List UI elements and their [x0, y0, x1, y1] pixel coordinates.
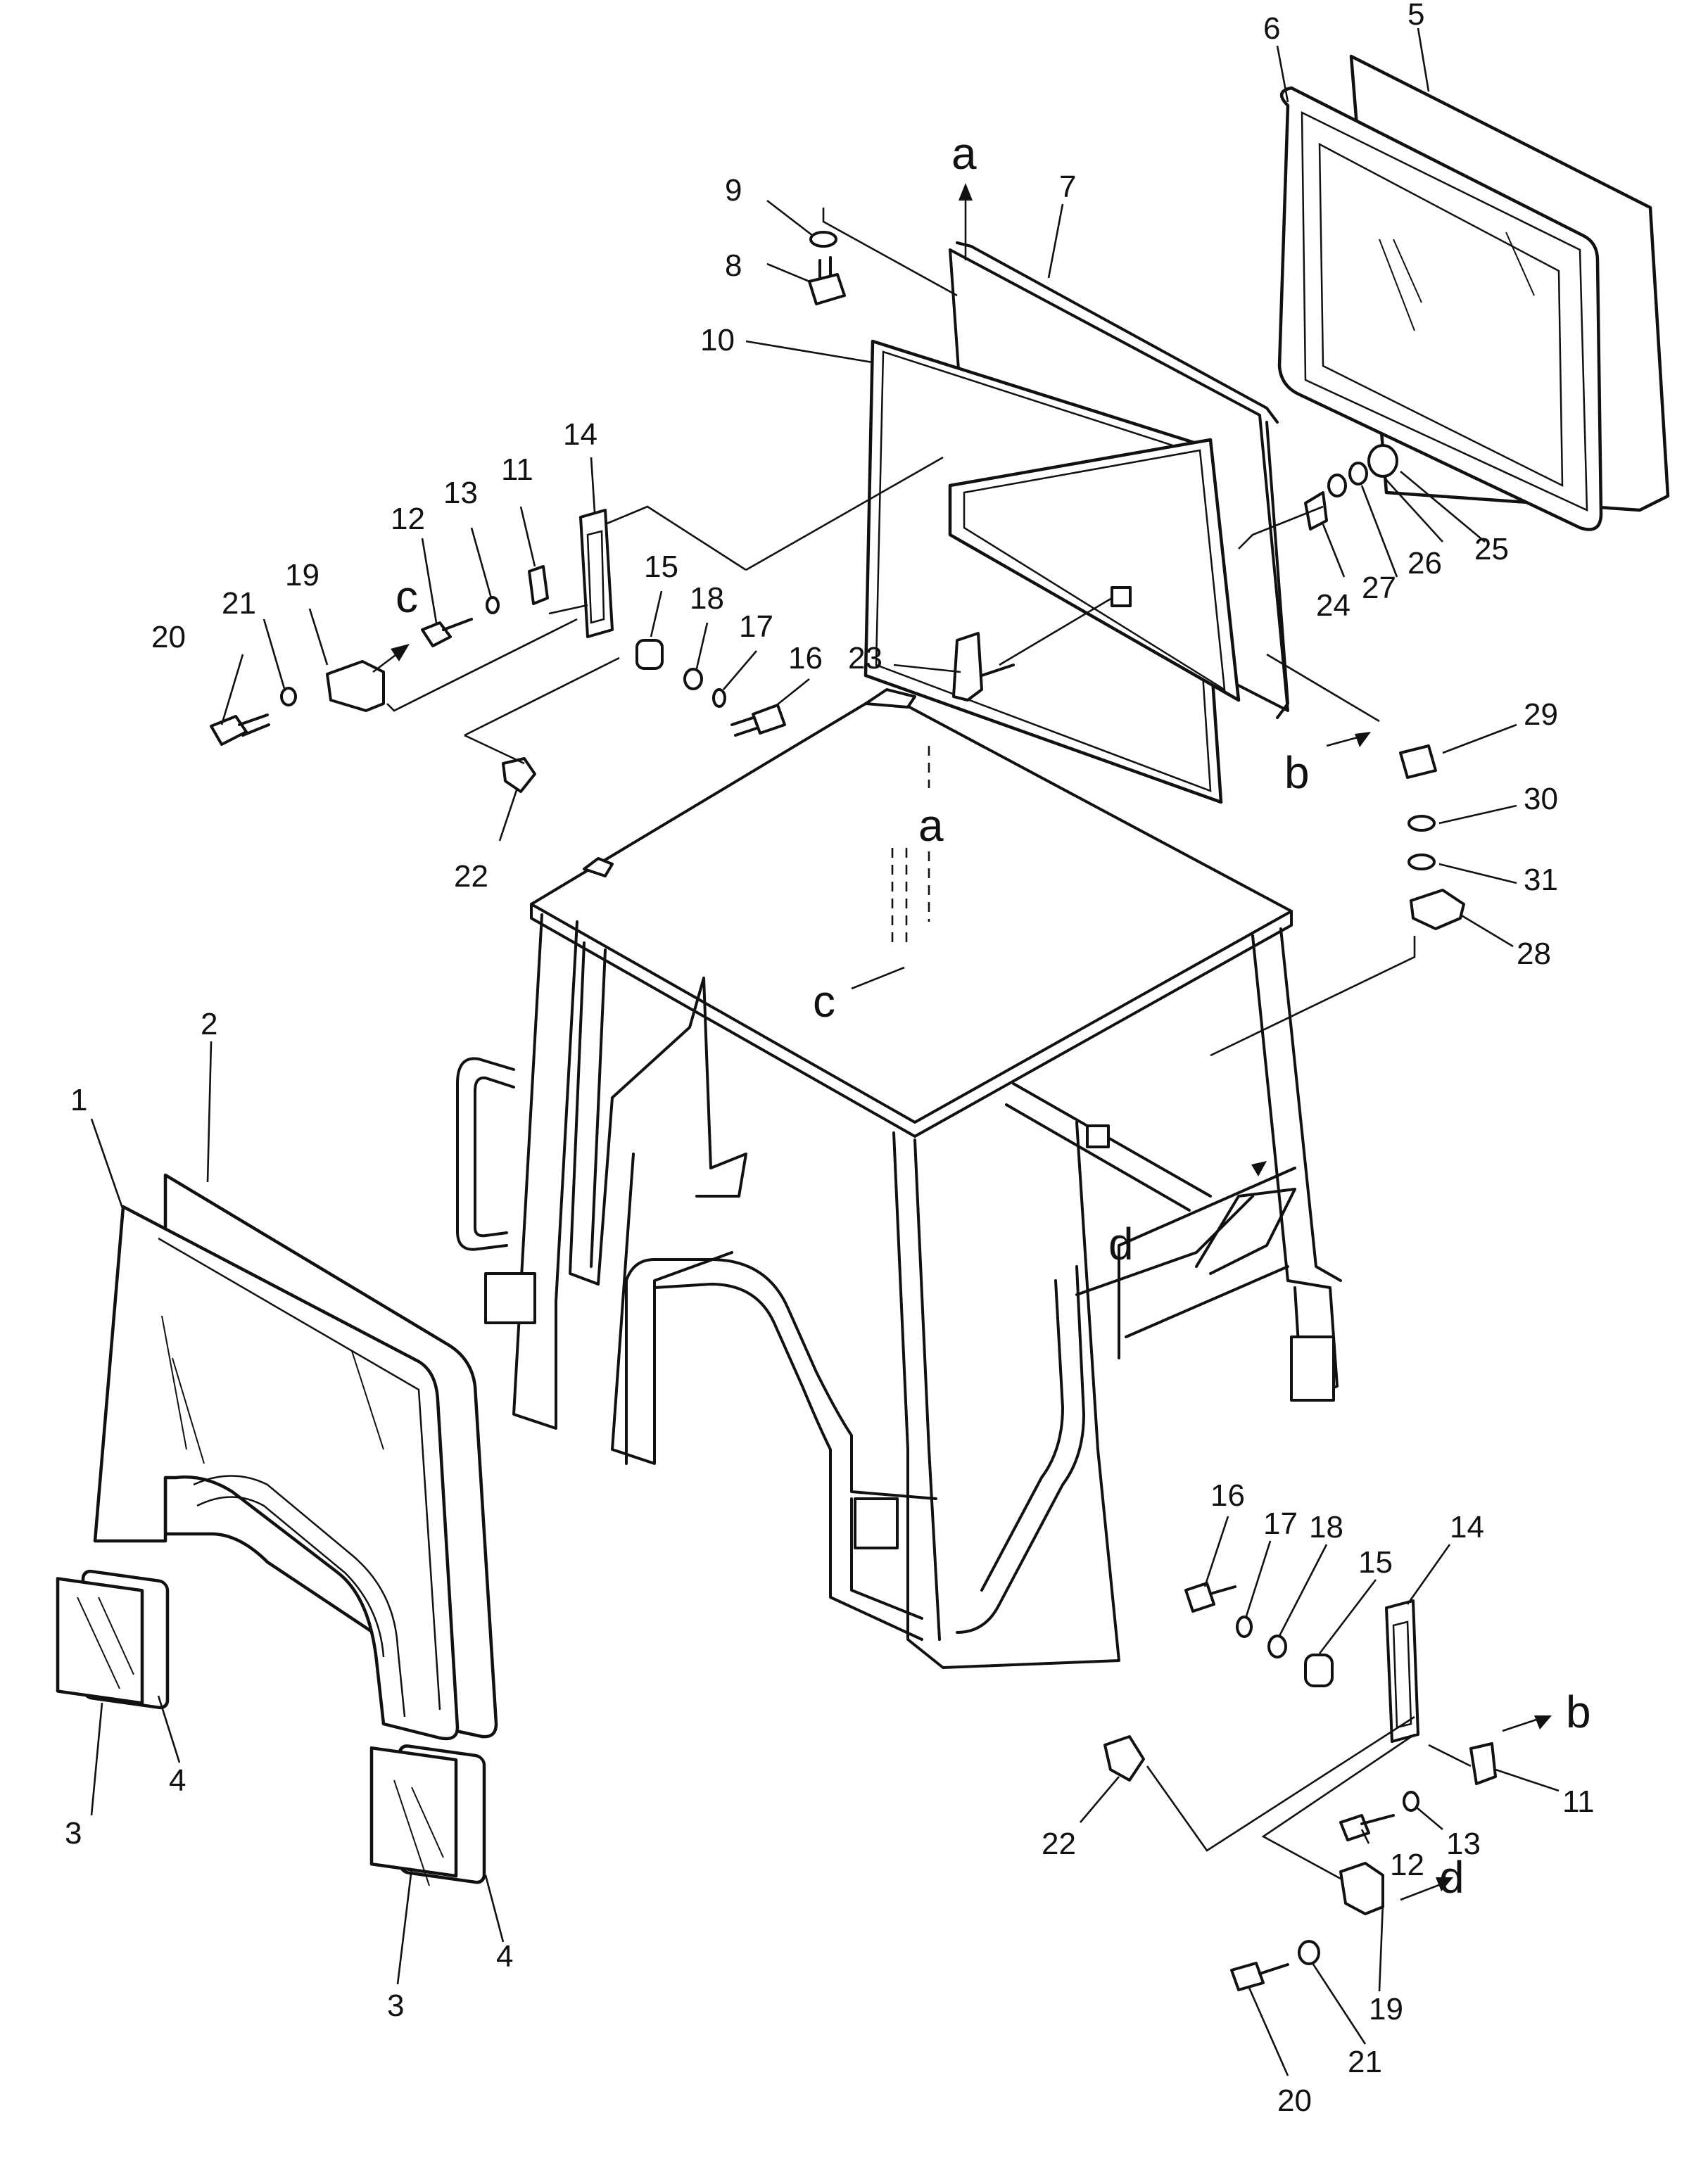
ref-c: c — [396, 571, 418, 622]
callout-16: 16 — [1210, 1478, 1245, 1513]
callout-3: 3 — [387, 1988, 404, 2023]
ref-a: a — [951, 128, 977, 179]
corner-glass-left — [56, 1569, 170, 1710]
callout-27: 27 — [1362, 571, 1396, 605]
callout-18: 18 — [690, 581, 724, 616]
callout-7: 7 — [1059, 170, 1076, 204]
callout-15: 15 — [644, 550, 678, 584]
callout-4: 4 — [496, 1939, 513, 1974]
callout-22: 22 — [454, 859, 488, 894]
callout-14: 14 — [1450, 1510, 1484, 1544]
cab-frame — [456, 688, 1342, 1669]
ref-b: b — [1284, 747, 1310, 798]
callout-14: 14 — [563, 417, 597, 452]
reference-arrows — [372, 183, 1552, 1901]
front-window-assembly — [93, 1173, 498, 1741]
callout-30: 30 — [1524, 782, 1558, 816]
left-latch-hardware — [210, 231, 1465, 930]
callout-21: 21 — [1348, 2045, 1382, 2079]
callout-20: 20 — [151, 620, 186, 654]
callout-17: 17 — [1263, 1506, 1298, 1541]
callout-15: 15 — [1358, 1545, 1393, 1580]
callout-22: 22 — [1042, 1827, 1076, 1861]
callout-10: 10 — [700, 323, 735, 357]
reference-letters: a a b b c c d d — [396, 128, 1591, 1903]
callout-3: 3 — [65, 1816, 82, 1851]
callout-21: 21 — [222, 586, 256, 621]
callout-19: 19 — [1369, 1992, 1403, 2026]
callout-4: 4 — [169, 1763, 186, 1798]
callout-16: 16 — [788, 641, 823, 675]
callout-6: 6 — [1263, 11, 1280, 46]
callout-5: 5 — [1407, 0, 1424, 32]
callout-2: 2 — [201, 1007, 217, 1041]
callout-28: 28 — [1517, 937, 1551, 971]
callout-8: 8 — [725, 248, 742, 283]
callout-25: 25 — [1474, 532, 1509, 566]
ref-a: a — [918, 800, 944, 851]
callout-labels: 1 2 3 4 3 4 5 6 7 8 9 10 11 12 13 14 15 … — [65, 0, 1595, 2118]
callout-12: 12 — [1390, 1848, 1424, 1882]
callout-11: 11 — [501, 452, 533, 487]
rear-window-assembly — [864, 241, 1289, 804]
corner-glass-right — [369, 1744, 486, 1886]
callout-26: 26 — [1407, 546, 1442, 580]
right-latch-hardware — [1103, 1582, 1497, 1991]
ref-d: d — [1108, 1219, 1134, 1269]
callout-20: 20 — [1277, 2083, 1312, 2118]
leader-lines — [90, 27, 1560, 2076]
callout-1: 1 — [70, 1083, 87, 1117]
callout-13: 13 — [1446, 1827, 1481, 1861]
callout-17: 17 — [739, 609, 773, 644]
callout-24: 24 — [1316, 588, 1350, 623]
callout-18: 18 — [1309, 1510, 1343, 1544]
callout-29: 29 — [1524, 697, 1558, 732]
callout-12: 12 — [391, 502, 425, 536]
ref-d: d — [1439, 1852, 1465, 1903]
roof-reference-lines — [851, 746, 930, 990]
callout-11: 11 — [1562, 1784, 1595, 1819]
callout-19: 19 — [285, 558, 320, 592]
side-window-assembly — [1277, 54, 1670, 531]
ref-b: b — [1566, 1687, 1591, 1737]
callout-13: 13 — [443, 476, 478, 510]
callout-9: 9 — [725, 173, 742, 208]
callout-23: 23 — [848, 641, 883, 675]
ref-c: c — [813, 976, 835, 1027]
callout-31: 31 — [1524, 863, 1558, 897]
